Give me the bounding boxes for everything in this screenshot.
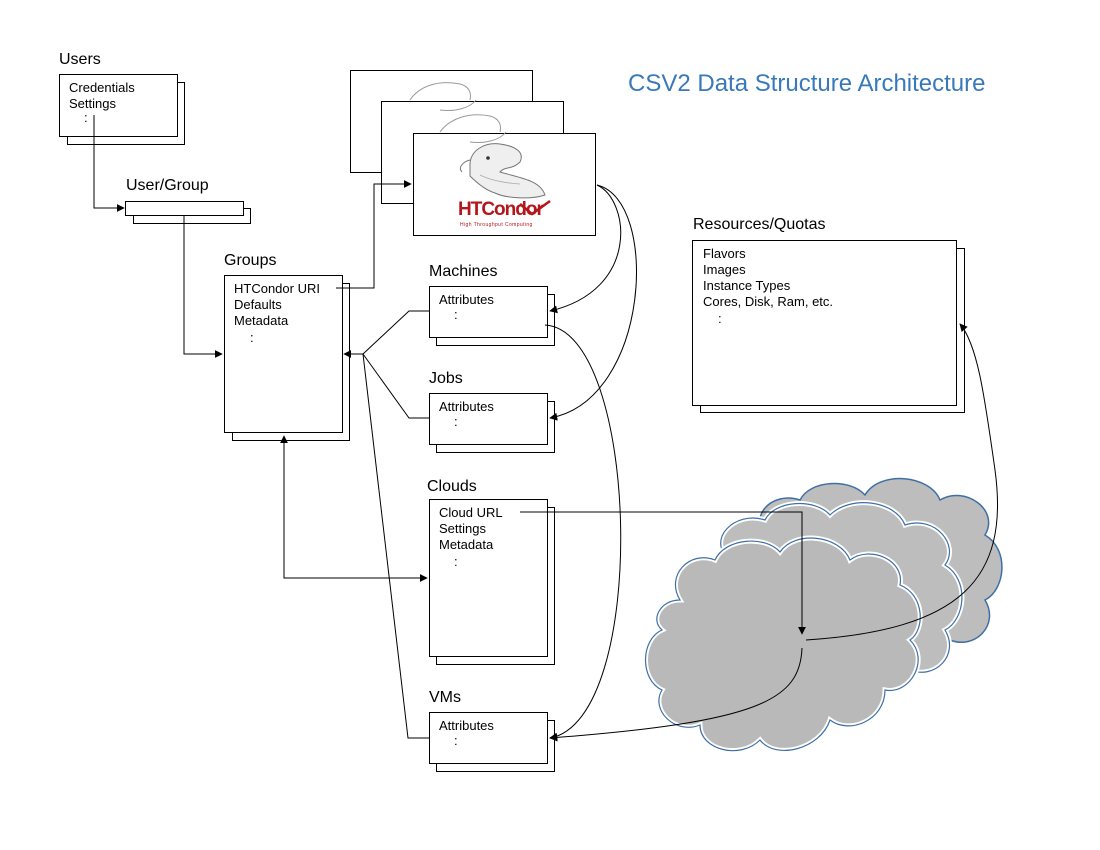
groups-more: : xyxy=(250,330,254,345)
users-line-credentials: Credentials xyxy=(69,80,135,95)
connector-jobs-to-groups xyxy=(362,353,429,419)
machines-box: Attributes : xyxy=(429,286,548,338)
resources-line-cores-disk-ram: Cores, Disk, Ram, etc. xyxy=(703,294,834,309)
user-group-heading: User/Group xyxy=(126,177,209,194)
connector-vms-to-groups xyxy=(362,353,429,739)
groups-line-defaults: Defaults xyxy=(234,297,282,312)
condor-head-middle-icon xyxy=(439,114,507,143)
clouds-line-settings: Settings xyxy=(439,521,486,536)
connector-user-group-to-groups xyxy=(183,215,223,358)
connector-groups-to-htcondor xyxy=(336,180,412,289)
vms-more: : xyxy=(454,733,458,748)
diagram-title: CSV2 Data Structure Architecture xyxy=(628,70,986,97)
users-line-settings: Settings xyxy=(69,96,116,111)
users-heading: Users xyxy=(59,51,101,68)
clouds-line-cloud-url: Cloud URL xyxy=(439,505,503,520)
jobs-more: : xyxy=(454,414,458,429)
connector-cloud-to-resources xyxy=(805,323,999,641)
clouds-heading: Clouds xyxy=(427,478,477,495)
condor-head-back-icon xyxy=(409,82,477,111)
clouds-box: Cloud URL Settings Metadata : xyxy=(429,499,548,657)
users-box: Credentials Settings : xyxy=(59,74,178,137)
vms-heading: VMs xyxy=(429,689,461,706)
machines-more: : xyxy=(454,307,458,322)
machines-line-attributes: Attributes xyxy=(439,292,494,307)
connector-machines-to-vms xyxy=(544,324,622,741)
connector-machines-to-groups xyxy=(362,310,429,355)
groups-box: HTCondor URI Defaults Metadata : xyxy=(224,275,343,433)
clouds-more: : xyxy=(454,554,458,569)
machines-heading: Machines xyxy=(429,263,498,280)
groups-heading: Groups xyxy=(224,252,277,269)
vms-box: Attributes : xyxy=(429,712,548,764)
htcondor-logo-mark-icon xyxy=(519,199,551,216)
connector-users-to-user-group xyxy=(93,115,125,212)
vms-line-attributes: Attributes xyxy=(439,718,494,733)
resources-line-flavors: Flavors xyxy=(703,246,746,261)
resources-line-images: Images xyxy=(703,262,746,277)
jobs-line-attributes: Attributes xyxy=(439,399,494,414)
resources-more: : xyxy=(718,311,722,326)
groups-line-metadata: Metadata xyxy=(234,313,289,328)
resources-heading: Resources/Quotas xyxy=(693,216,826,233)
connector-htcondor-to-jobs xyxy=(549,184,637,421)
jobs-box: Attributes : xyxy=(429,393,548,445)
resources-box: Flavors Images Instance Types Cores, Dis… xyxy=(692,240,957,406)
connector-cloud-url-to-cloud xyxy=(520,511,806,635)
clouds-line-metadata: Metadata xyxy=(439,537,494,552)
condor-head-front-icon xyxy=(459,143,546,199)
connector-groups-clouds xyxy=(280,435,428,582)
resources-line-instance-types: Instance Types xyxy=(703,278,791,293)
connector-htcondor-to-machines xyxy=(549,184,622,314)
jobs-heading: Jobs xyxy=(429,370,463,387)
cloud-front-icon xyxy=(643,535,923,754)
users-more: : xyxy=(84,110,88,125)
connector-cloud-to-vms xyxy=(549,647,803,742)
htcondor-logo: HTCondor xyxy=(458,199,544,220)
htcondor-tagline: High Throughput Computing xyxy=(460,222,533,228)
groups-line-htcondor-uri: HTCondor URI xyxy=(234,281,320,296)
